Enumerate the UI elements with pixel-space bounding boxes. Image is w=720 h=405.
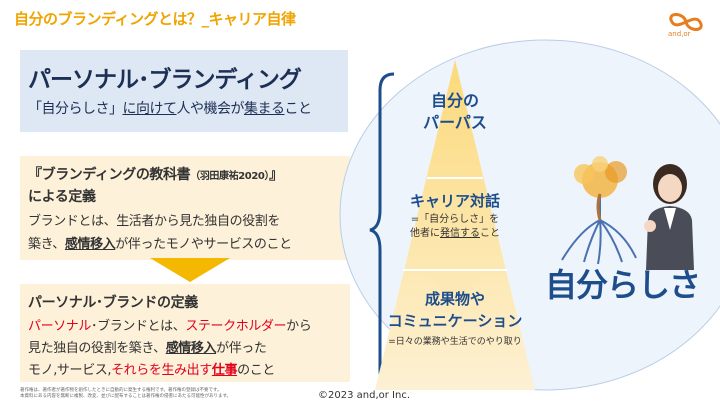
- definition-line: モノ,サービス,それらを生み出す仕事のこと: [28, 363, 275, 378]
- copyright: ©2023 and,or Inc.: [318, 390, 410, 401]
- personal-branding-box: パーソナル･ブランディング 「自分らしさ」に向けて人や機会が集まること: [20, 50, 348, 132]
- personal-branding-subtitle: 「自分らしさ」に向けて人や機会が集まること: [28, 101, 312, 117]
- definition-line: 築き、感情移入が伴ったモノやサービスのこと: [28, 237, 292, 252]
- personal-branding-heading: パーソナル･ブランディング: [28, 67, 302, 93]
- pyramid-mid-title: キャリア対話: [409, 192, 500, 210]
- book-title: 『ブランディングの教科書（羽田康祐2020）』: [28, 167, 283, 183]
- tree-icon: [561, 156, 637, 265]
- personal-brand-heading: パーソナル･ブランドの定義: [28, 295, 198, 311]
- definition-line: ブランドとは、生活者から見た独自の役割を: [28, 214, 281, 229]
- jibunrashisa-label: 自分らしさ: [545, 266, 701, 304]
- andor-logo-icon: [669, 13, 703, 31]
- slide-title: 自分のブランディングとは？_キャリア自律: [14, 10, 296, 28]
- branding-definition-box: 『ブランディングの教科書（羽田康祐2020）』 による定義 ブランドとは、生活者…: [20, 156, 350, 260]
- personal-brand-definition-box: パーソナル･ブランドの定義 パーソナル･ブランドとは、ステークホルダーから 見た…: [20, 284, 350, 382]
- definition-line: パーソナル･ブランドとは、ステークホルダーから: [28, 319, 312, 334]
- footnote: 著作権は、著作者が著作物を創作したときに自動的に発生する権利です。著作権の登録は…: [20, 388, 232, 399]
- pyramid-bottom-sub: =日々の業務や生活でのやり取り: [388, 337, 522, 347]
- logo-text: and,or: [668, 30, 691, 38]
- tree-and-person-illustration: [561, 156, 694, 270]
- down-arrow-icon: [150, 258, 230, 282]
- pyramid-mid-sub: =「自分らしさ」を他者に発信すること: [410, 214, 500, 239]
- definition-line: 見た独自の役割を築き、感情移入が伴った: [28, 341, 267, 356]
- pyramid-bottom-title: 成果物やコミュニケーション: [387, 290, 523, 330]
- definition-label: による定義: [28, 189, 96, 205]
- person-icon: [644, 164, 694, 270]
- pyramid-top-label: 自分のパーパス: [423, 91, 487, 132]
- pyramid-diagram: [375, 60, 535, 390]
